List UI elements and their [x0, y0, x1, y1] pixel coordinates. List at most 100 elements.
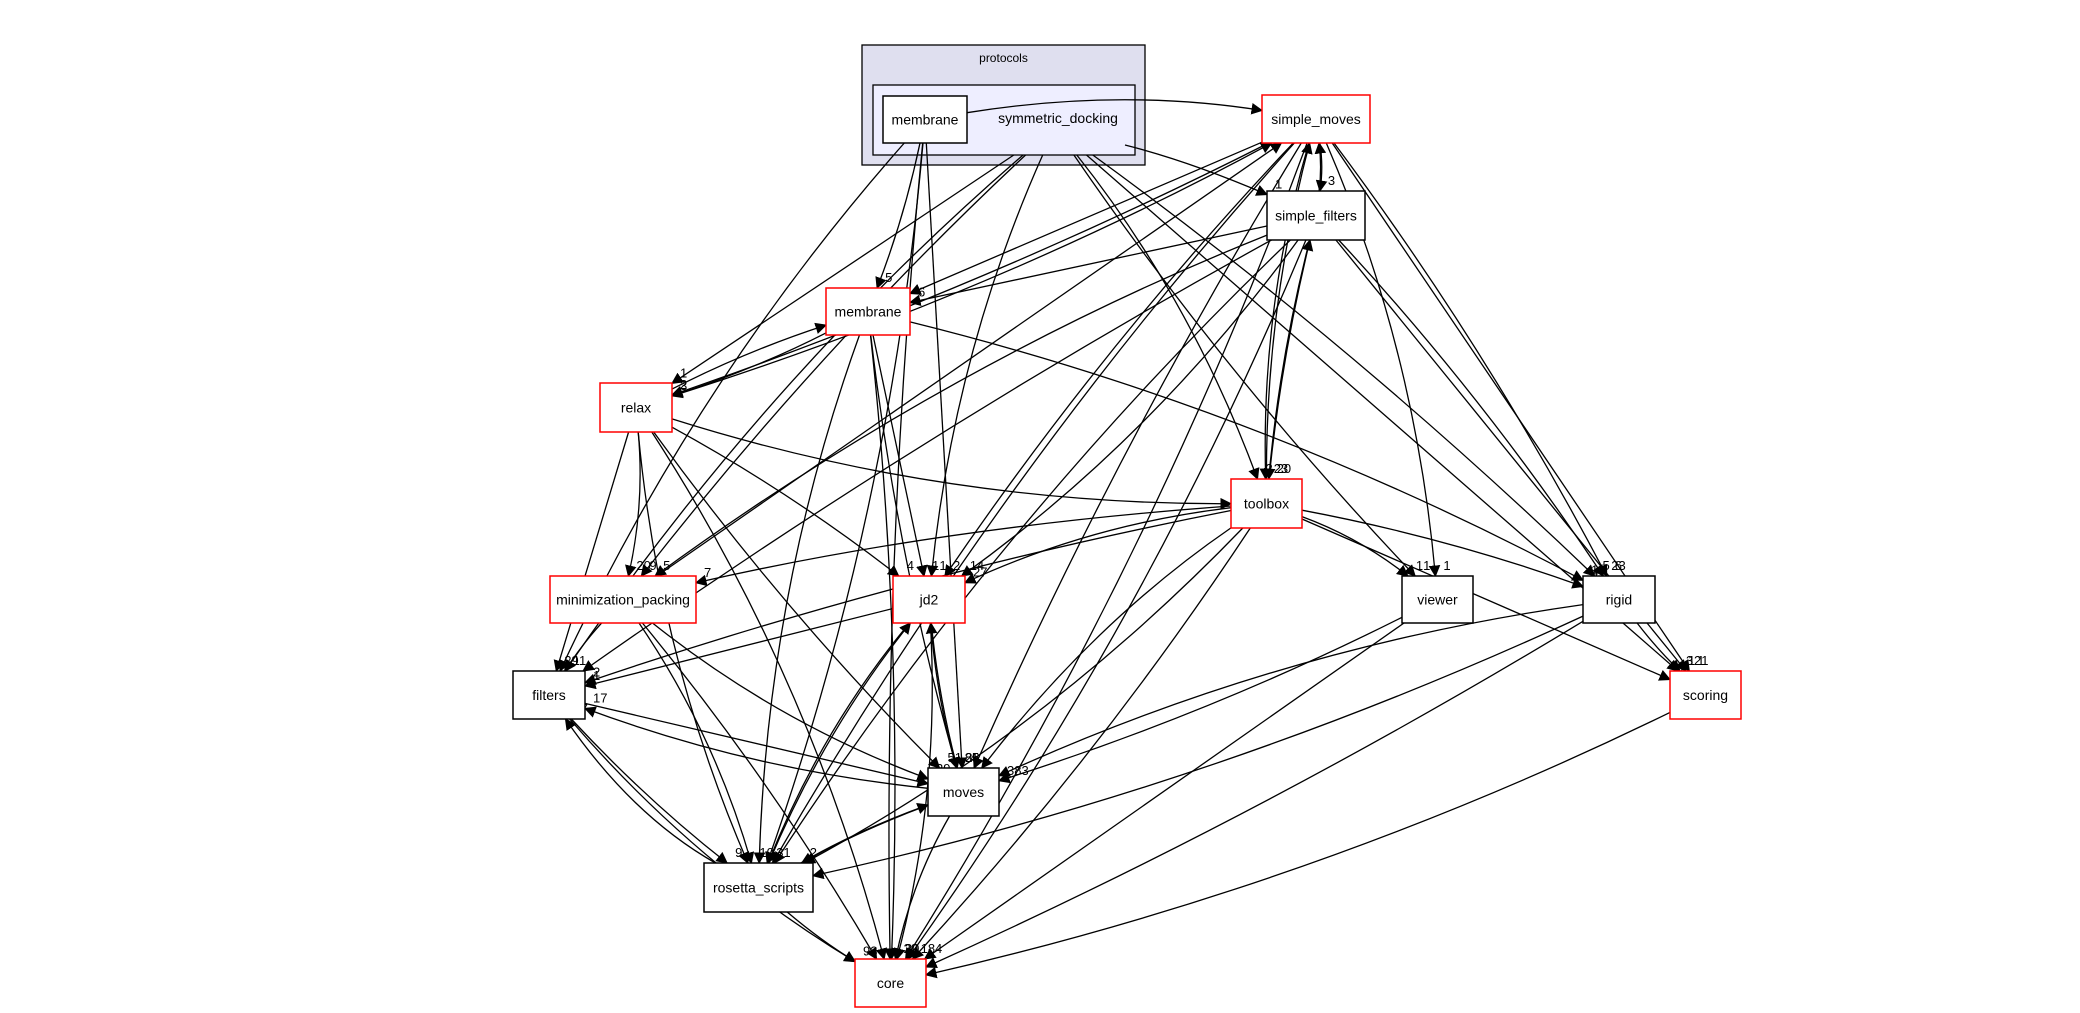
- node-box[interactable]: [854, 958, 927, 1008]
- edge-membrane-proto-to-core[interactable]: [884, 142, 924, 961]
- edge-label[interactable]: 1: [1275, 177, 1282, 192]
- node-label[interactable]: core: [877, 975, 904, 991]
- edge-simple-moves-to-rosetta-scripts[interactable]: [772, 142, 1295, 865]
- node-box[interactable]: [1266, 190, 1366, 241]
- edge-membrane-to-jd2[interactable]: [872, 334, 928, 578]
- edge-symmetric-docking-to-toolbox[interactable]: [1076, 154, 1260, 481]
- edge-jd2-to-core[interactable]: [893, 622, 933, 961]
- edge-minimization-packing-to-moves[interactable]: [652, 622, 930, 781]
- edge-label[interactable]: 3: [1328, 173, 1335, 188]
- node-label[interactable]: jd2: [919, 592, 939, 608]
- edge-label[interactable]: 20: [1277, 461, 1291, 476]
- edge-minimization-packing-to-core[interactable]: [641, 622, 878, 961]
- edge-jd2-to-moves[interactable]: [930, 622, 961, 770]
- edge-rosetta-scripts-to-jd2[interactable]: [768, 622, 912, 864]
- edge-rigid-to-rosetta-scripts[interactable]: [811, 615, 1584, 880]
- node-membrane[interactable]: membrane: [825, 287, 911, 336]
- node-rosetta-scripts[interactable]: rosetta_scripts: [703, 862, 814, 913]
- edge-label[interactable]: 23: [1274, 461, 1288, 476]
- edge-label[interactable]: 1: [1678, 662, 1685, 677]
- edge-label[interactable]: 1: [1423, 558, 1430, 573]
- edge-toolbox-to-rigid[interactable]: [1301, 509, 1585, 589]
- node-viewer[interactable]: viewer: [1401, 575, 1474, 624]
- edge-label[interactable]: 21: [1694, 653, 1708, 668]
- edge-rigid-to-moves[interactable]: [997, 603, 1584, 777]
- edge-relax-to-filters[interactable]: [553, 431, 630, 673]
- edge-label[interactable]: 1: [680, 365, 687, 380]
- node-minimization-packing[interactable]: minimization_packing: [549, 575, 697, 624]
- node-label[interactable]: rigid: [1606, 592, 1632, 608]
- edge-minimization-packing-to-simple-moves[interactable]: [656, 142, 1283, 577]
- edge-rigid-to-scoring[interactable]: [1636, 622, 1681, 672]
- edge-label[interactable]: 20: [904, 941, 918, 956]
- edge-label[interactable]: 9: [735, 845, 742, 860]
- edge-simple-moves-to-rigid[interactable]: [1333, 142, 1608, 578]
- edge-label[interactable]: 2: [680, 377, 687, 392]
- node-label[interactable]: minimization_packing: [556, 592, 690, 608]
- edge-symmetric-docking-to-simple-filters[interactable]: [1124, 144, 1269, 196]
- node-label[interactable]: toolbox: [1244, 496, 1289, 512]
- edge-relax-to-minimization-packing[interactable]: [625, 431, 641, 578]
- node-box[interactable]: [1582, 575, 1656, 624]
- edge-moves-to-filters[interactable]: [583, 706, 929, 789]
- edge-scoring-to-core[interactable]: [924, 711, 1671, 979]
- node-label[interactable]: filters: [532, 687, 565, 703]
- node-moves[interactable]: moves: [927, 767, 1000, 817]
- edge-relax-to-membrane[interactable]: [671, 322, 828, 390]
- edge-label[interactable]: 1: [593, 668, 600, 683]
- node-filters[interactable]: filters: [512, 670, 586, 720]
- node-label[interactable]: scoring: [1683, 687, 1728, 703]
- edge-membrane-to-rosetta-scripts[interactable]: [753, 334, 861, 865]
- edge-membrane-proto-to-simple-moves[interactable]: [966, 99, 1264, 115]
- edge-rosetta-scripts-to-core[interactable]: [786, 911, 856, 963]
- edge-membrane-proto-to-membrane[interactable]: [875, 142, 921, 290]
- node-label[interactable]: membrane: [835, 304, 902, 320]
- edge-label[interactable]: 85: [965, 750, 979, 765]
- edge-relax-to-core[interactable]: [651, 431, 888, 961]
- edge-relax-to-moves[interactable]: [653, 431, 941, 769]
- edge-label[interactable]: 2: [1266, 461, 1273, 476]
- edge-label[interactable]: 14: [970, 558, 984, 573]
- edge-simple-moves-to-core[interactable]: [904, 142, 1308, 960]
- edge-label[interactable]: 3: [1686, 653, 1693, 668]
- edge-label[interactable]: 20: [905, 941, 919, 956]
- edge-label[interactable]: 1: [939, 558, 946, 573]
- edge-symmetric-docking-to-relax[interactable]: [671, 154, 1015, 385]
- edge-label[interactable]: 26: [965, 750, 979, 765]
- edge-label[interactable]: 20: [636, 558, 650, 573]
- edge-moves-to-jd2[interactable]: [925, 621, 958, 769]
- edge-label[interactable]: 4: [907, 558, 914, 573]
- node-simple-filters[interactable]: simple_filters: [1266, 190, 1366, 241]
- edge-label[interactable]: 2: [953, 558, 960, 573]
- edge-label[interactable]: 6: [1615, 558, 1622, 573]
- edge-label[interactable]: 1: [932, 558, 939, 573]
- edge-toolbox-to-rosetta-scripts[interactable]: [803, 527, 1244, 864]
- edge-jd2-to-filters[interactable]: [583, 607, 894, 690]
- node-box[interactable]: [892, 575, 966, 624]
- edge-label[interactable]: 29: [564, 653, 578, 668]
- node-box[interactable]: [927, 767, 1000, 817]
- edge-rosetta-scripts-to-moves[interactable]: [800, 802, 930, 864]
- edge-simple-moves-to-jd2[interactable]: [944, 142, 1294, 577]
- edge-label[interactable]: 2: [810, 845, 817, 860]
- node-box[interactable]: [512, 670, 586, 720]
- edge-symmetric-docking-to-minimization-packing[interactable]: [640, 154, 1027, 577]
- edge-filters-to-moves[interactable]: [584, 702, 930, 787]
- edge-simple-moves-to-moves[interactable]: [973, 142, 1302, 770]
- edge-label[interactable]: 51: [948, 750, 962, 765]
- edge-label[interactable]: 1: [1443, 558, 1450, 573]
- edge-viewer-to-moves[interactable]: [997, 616, 1403, 784]
- edge-label[interactable]: 4: [970, 750, 977, 765]
- edge-symmetric-docking-to-jd2[interactable]: [926, 154, 1044, 578]
- edge-minimization-packing-to-rosetta-scripts[interactable]: [638, 622, 755, 865]
- edge-toolbox-to-scoring[interactable]: [1301, 518, 1672, 681]
- edge-label[interactable]: 3: [680, 378, 687, 393]
- edge-label[interactable]: 184: [921, 941, 943, 956]
- node-label[interactable]: moves: [943, 784, 984, 800]
- node-label[interactable]: rosetta_scripts: [713, 880, 804, 896]
- edge-toolbox-to-minimization-packing[interactable]: [694, 505, 1232, 587]
- node-box[interactable]: [1230, 478, 1303, 529]
- edge-toolbox-to-viewer[interactable]: [1301, 515, 1409, 577]
- edge-filters-to-rosetta-scripts[interactable]: [570, 718, 729, 864]
- node-jd2[interactable]: jd2: [892, 575, 966, 624]
